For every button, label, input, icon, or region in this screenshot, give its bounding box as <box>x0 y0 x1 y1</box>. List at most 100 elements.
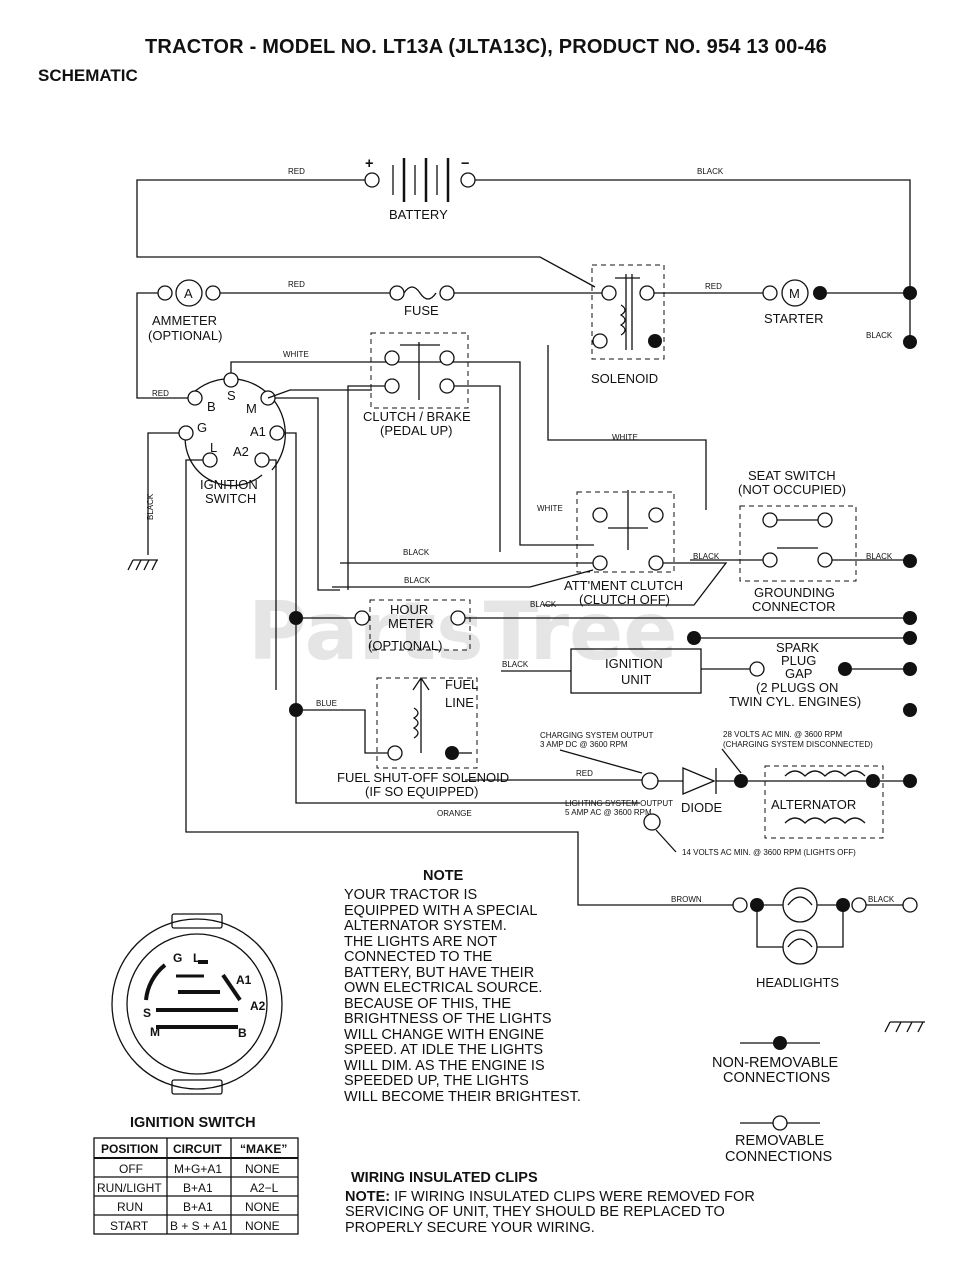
spark-note-label: (2 PLUGS ON <box>756 680 838 695</box>
table-header: CIRCUIT <box>173 1142 222 1156</box>
spark-note-label-2: TWIN CYL. ENGINES) <box>729 694 861 709</box>
solenoid: SOLENOID <box>591 264 665 386</box>
starter-label: STARTER <box>764 311 823 326</box>
fuel-label: FUEL <box>445 677 478 692</box>
wire-label-black: BLACK <box>697 167 724 176</box>
wire-label-red: RED <box>152 389 169 398</box>
battery-plus-label: + <box>365 156 373 172</box>
detail-terminal-L: L <box>193 951 200 965</box>
wire-label-white: WHITE <box>283 350 309 359</box>
clutch-pedal-label: (PEDAL UP) <box>380 423 452 438</box>
page-subtitle: SCHEMATIC <box>38 66 138 85</box>
table-cell: RUN/LIGHT <box>97 1181 162 1195</box>
gap-label: GAP <box>785 666 812 681</box>
lighting-amp-label: 5 AMP AC @ 3600 RPM <box>565 808 652 817</box>
table-cell: START <box>110 1219 149 1233</box>
table-cell: B + S + A1 <box>170 1219 228 1233</box>
fuse: FUSE <box>389 285 455 318</box>
wire-orange-headlights <box>185 459 740 906</box>
wire-label-black: BLACK <box>530 600 557 609</box>
starter-symbol: M <box>789 286 800 301</box>
wire-label-red: RED <box>576 769 593 778</box>
table-cell: NONE <box>245 1219 280 1233</box>
headlights-label: HEADLIGHTS <box>756 975 839 990</box>
attment-label: ATT'MENT CLUTCH <box>564 578 683 593</box>
table-cell: NONE <box>245 1162 280 1176</box>
ac14-leader <box>655 829 677 853</box>
wire-label-red: RED <box>288 167 305 176</box>
legend-removable-label-2: CONNECTIONS <box>725 1149 832 1165</box>
table-header: POSITION <box>101 1142 158 1156</box>
battery-label: BATTERY <box>389 207 448 222</box>
note-line: SPEEDED UP, THE LIGHTS <box>344 1073 529 1089</box>
ignition-switch: B S M G L A1 A2 IGNITION SWITCH <box>178 372 286 506</box>
fuel-solenoid-label: FUEL SHUT-OFF SOLENOID <box>337 770 509 785</box>
page-title: TRACTOR - MODEL NO. LT13A (JLTA13C), PRO… <box>145 36 827 58</box>
charging-leader <box>559 749 643 774</box>
note-line: BRIGHTNESS OF THE LIGHTS <box>344 1011 552 1027</box>
ignition-switch-label: IGNITION <box>200 477 258 492</box>
terminal-M: M <box>246 401 257 416</box>
terminal-G: G <box>197 420 207 435</box>
battery: + − BATTERY <box>364 156 476 222</box>
ac28-label: 28 VOLTS AC MIN. @ 3600 RPM <box>723 730 842 739</box>
fuel-line-label: LINE <box>445 695 474 710</box>
note-line: ALTERNATOR SYSTEM. <box>344 918 507 934</box>
legend-nonremovable-label: NON-REMOVABLE <box>712 1055 839 1071</box>
ignition-unit-label: IGNITION <box>605 656 663 671</box>
ammeter: A AMMETER (OPTIONAL) <box>148 279 222 343</box>
ground-symbol <box>884 1021 925 1033</box>
ammeter-symbol: A <box>184 286 193 301</box>
seat-switch: SEAT SWITCH (NOT OCCUPIED) GROUNDING CON… <box>738 468 857 614</box>
detail-terminal-A2: A2 <box>250 999 266 1013</box>
note-line: SPEED. AT IDLE THE LIGHTS <box>344 1042 543 1058</box>
terminal-B: B <box>207 399 216 414</box>
wire-m-down <box>275 397 340 591</box>
note-heading: NOTE <box>423 868 464 884</box>
wire-label-blue: BLUE <box>316 699 337 708</box>
meter-label: METER <box>388 616 434 631</box>
wire-label-black: BLACK <box>403 548 430 557</box>
wire-red-ignition <box>136 292 188 399</box>
seat-switch-state-label: (NOT OCCUPIED) <box>738 482 846 497</box>
wire-clutch-right <box>454 385 501 552</box>
terminal-A1: A1 <box>250 424 266 439</box>
detail-terminal-B: B <box>238 1026 247 1040</box>
wire-m <box>267 389 372 399</box>
diode-label: DIODE <box>681 800 723 815</box>
starter: M STARTER BLACK <box>762 279 917 349</box>
table-cell: B+A1 <box>183 1181 213 1195</box>
ac14-label: 14 VOLTS AC MIN. @ 3600 RPM (LIGHTS OFF) <box>682 848 856 857</box>
wire-a2 <box>269 459 277 690</box>
spark-label: SPARK <box>776 640 819 655</box>
table-cell: M+G+A1 <box>174 1162 222 1176</box>
attment-off-label: (CLUTCH OFF) <box>579 592 670 607</box>
charging-output-label: CHARGING SYSTEM OUTPUT <box>540 731 653 740</box>
table-cell: A2−L <box>250 1181 279 1195</box>
wire-black-2 <box>332 569 594 588</box>
note-line: EQUIPPED WITH A SPECIAL <box>344 903 537 919</box>
wire-white-clutch <box>230 361 594 546</box>
ignition-switch-detail: G L A1 A2 S M B IGNITION SWITCH <box>111 913 283 1131</box>
lighting-terminal <box>643 813 661 831</box>
hour-optional-label: (OPTIONAL) <box>368 638 442 653</box>
clips-note: WIRING INSULATED CLIPS NOTE: IF WIRING I… <box>345 1170 755 1236</box>
clips-note-label: NOTE: <box>345 1189 390 1205</box>
wire-label-black: BLACK <box>404 576 431 585</box>
table-cell: B+A1 <box>183 1200 213 1214</box>
detail-terminal-A1: A1 <box>236 973 252 987</box>
terminal-S: S <box>227 388 236 403</box>
wire-red-battery <box>136 179 596 288</box>
lighting-output-label: LIGHTING SYSTEM OUTPUT <box>565 799 673 808</box>
clutch-label: CLUTCH / BRAKE <box>363 409 471 424</box>
hour-label: HOUR <box>390 602 428 617</box>
fuel-shutoff-solenoid: FUEL LINE FUEL SHUT-OFF SOLENOID (IF SO … <box>337 676 509 799</box>
switch-table: POSITION CIRCUIT “MAKE” OFF M+G+A1 NONE … <box>93 1137 299 1235</box>
ac28-leader <box>721 748 742 774</box>
charging-amp-label: 3 AMP DC @ 3600 RPM <box>540 740 628 749</box>
wire-blue-fuel <box>296 709 388 754</box>
plug-label: PLUG <box>781 653 816 668</box>
wire-white-seat <box>547 345 707 510</box>
ignition-unit: IGNITION UNIT <box>570 648 702 694</box>
legend-nonremovable-label-2: CONNECTIONS <box>723 1070 830 1086</box>
